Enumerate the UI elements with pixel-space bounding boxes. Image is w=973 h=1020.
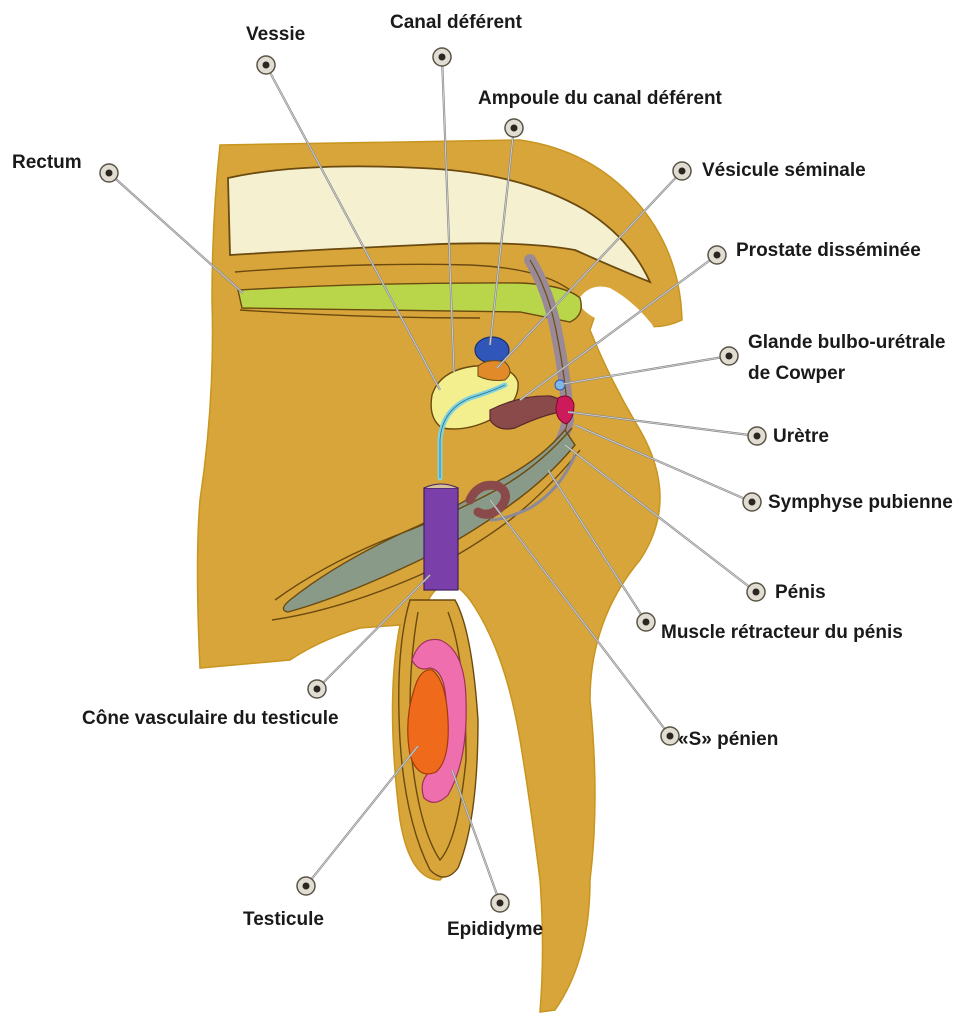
- label-s-penien-text: «S» pénien: [678, 729, 778, 750]
- label-uretre-text: Urètre: [773, 426, 829, 447]
- label-vesicule-text: Vésicule séminale: [702, 160, 866, 181]
- seminal-vesicle-organ: [478, 361, 510, 381]
- label-glande: Glande bulbo-urétrale de Cowper: [563, 332, 945, 384]
- label-ampoule-text: Ampoule du canal déférent: [478, 88, 723, 109]
- label-glande-text-2: de Cowper: [748, 363, 846, 384]
- label-glande-text-1: Glande bulbo-urétrale: [748, 332, 945, 353]
- label-muscle-text: Muscle rétracteur du pénis: [661, 622, 903, 643]
- label-testicule-text: Testicule: [243, 909, 324, 930]
- label-testicule: Testicule: [243, 746, 418, 930]
- label-symphyse-text: Symphyse pubienne: [768, 492, 953, 513]
- label-rectum: Rectum: [12, 152, 243, 293]
- label-rectum-text: Rectum: [12, 152, 82, 173]
- label-cone-text: Cône vasculaire du testicule: [82, 708, 339, 729]
- label-penis-text: Pénis: [775, 582, 826, 603]
- label-canal-deferent-text: Canal déférent: [390, 12, 523, 33]
- label-vessie-text: Vessie: [246, 24, 305, 45]
- label-epididyme-text: Epididyme: [447, 919, 543, 940]
- label-prostate-text: Prostate disséminée: [736, 240, 921, 261]
